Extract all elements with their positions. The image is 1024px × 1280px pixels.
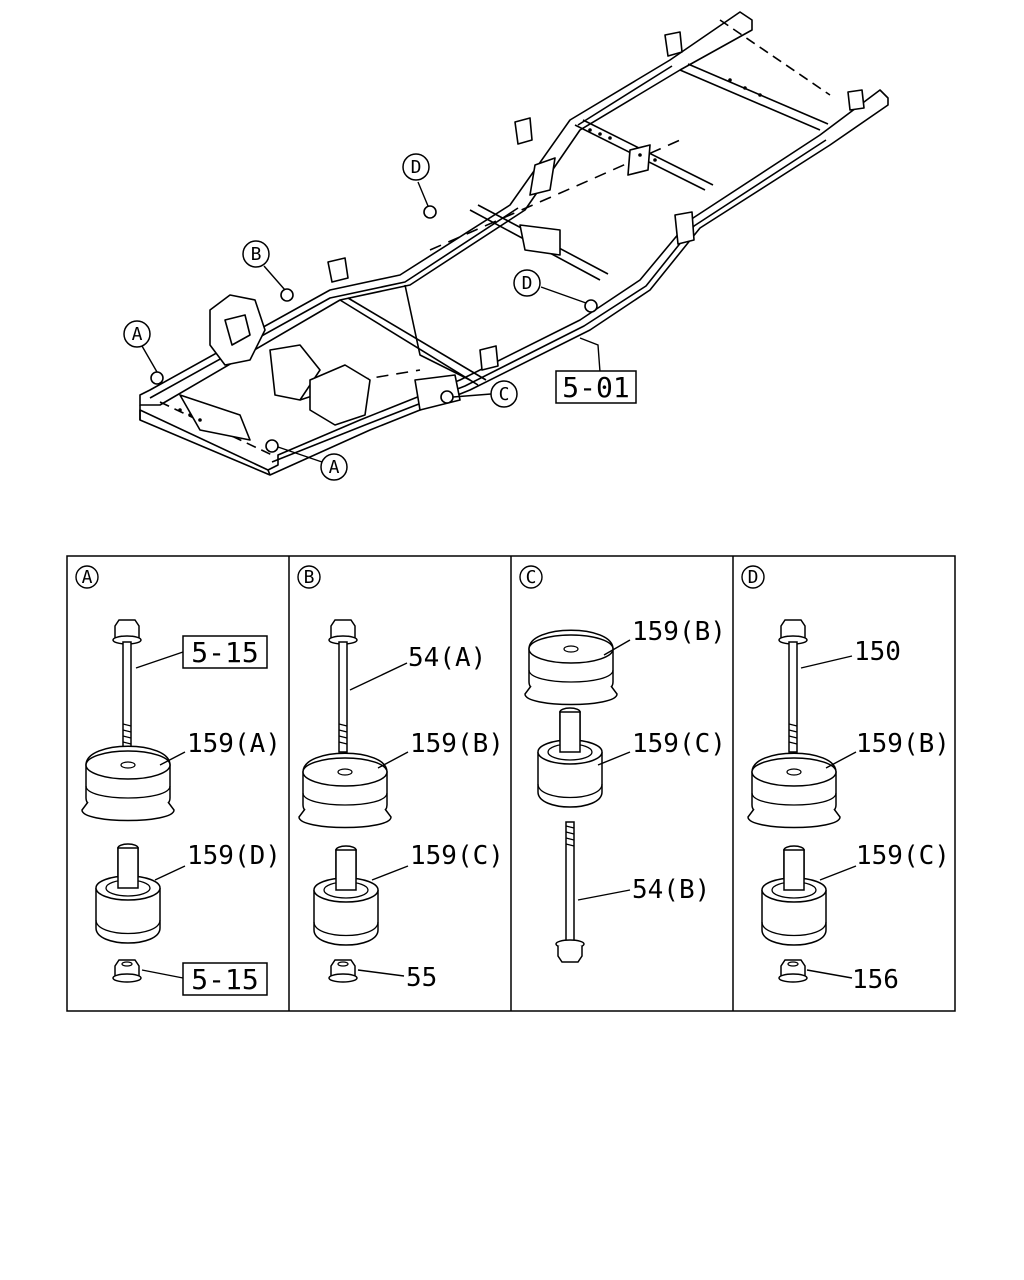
cushion-159c — [313, 845, 379, 946]
callout-a-top: A — [123, 320, 151, 348]
callout-a-bottom: A — [320, 453, 348, 481]
bolt — [778, 619, 808, 753]
label-159b: 159(B) — [632, 617, 726, 647]
svg-text:D: D — [522, 273, 533, 294]
label-150: 150 — [854, 637, 901, 667]
panel-b-header: B — [297, 565, 321, 589]
panel-b: 54(A) 159(B) 159(C) 55 — [298, 619, 504, 993]
label-55: 55 — [406, 963, 437, 993]
label-159b: 159(B) — [410, 729, 504, 759]
callout-c: C — [490, 380, 518, 408]
nut — [778, 959, 808, 983]
label-159a: 159(A) — [187, 729, 281, 759]
ref-box-5-15-bottom[interactable]: 5-15 — [182, 962, 268, 996]
svg-text:B: B — [304, 567, 315, 588]
svg-text:D: D — [748, 567, 759, 588]
cushion-159b — [747, 752, 841, 829]
cushion-159a — [81, 745, 175, 822]
label-159c: 159(C) — [632, 729, 726, 759]
label-159c: 159(C) — [410, 841, 504, 871]
svg-text:D: D — [411, 157, 422, 178]
cushion-159c — [537, 707, 603, 808]
svg-text:C: C — [526, 567, 537, 588]
panel-d: 150 159(B) 159(C) 156 — [747, 619, 950, 995]
bolt — [328, 619, 358, 753]
nut — [112, 959, 142, 983]
svg-text:5-01: 5-01 — [562, 371, 629, 404]
cushion-159c — [761, 845, 827, 946]
bolt — [112, 619, 142, 753]
panel-c: 159(B) 159(C) 54(B) — [524, 617, 726, 963]
label-54a: 54(A) — [408, 643, 486, 673]
panel-a: 5-15 5-15 159(A) 159(D) — [81, 619, 281, 996]
detail-panels-grid — [66, 555, 956, 1012]
svg-text:B: B — [251, 244, 262, 265]
cushion-159b — [298, 752, 392, 829]
svg-text:5-15: 5-15 — [191, 636, 258, 669]
long-bolt-54b — [555, 821, 585, 963]
callout-b: B — [242, 240, 270, 268]
chassis-frame-drawing — [139, 11, 889, 476]
svg-text:A: A — [329, 457, 340, 478]
panel-d-header: D — [741, 565, 765, 589]
label-159d: 159(D) — [187, 841, 281, 871]
callout-d-top: D — [402, 153, 430, 181]
callout-d-mid: D — [513, 269, 541, 297]
frame-reference-box[interactable]: 5-01 — [555, 370, 637, 404]
svg-text:C: C — [499, 384, 510, 405]
label-159c: 159(C) — [856, 841, 950, 871]
panel-c-header: C — [519, 565, 543, 589]
ref-box-5-15-top[interactable]: 5-15 — [182, 635, 268, 669]
cushion-159b — [524, 629, 618, 706]
label-156: 156 — [852, 965, 899, 995]
label-54b: 54(B) — [632, 875, 710, 905]
label-159b: 159(B) — [856, 729, 950, 759]
panel-a-header: A — [75, 565, 99, 589]
svg-text:5-15: 5-15 — [191, 963, 258, 996]
svg-text:A: A — [82, 567, 93, 588]
svg-text:A: A — [132, 324, 143, 345]
callout-leaders — [141, 181, 601, 463]
cushion-159d — [95, 843, 161, 944]
nut — [328, 959, 358, 983]
